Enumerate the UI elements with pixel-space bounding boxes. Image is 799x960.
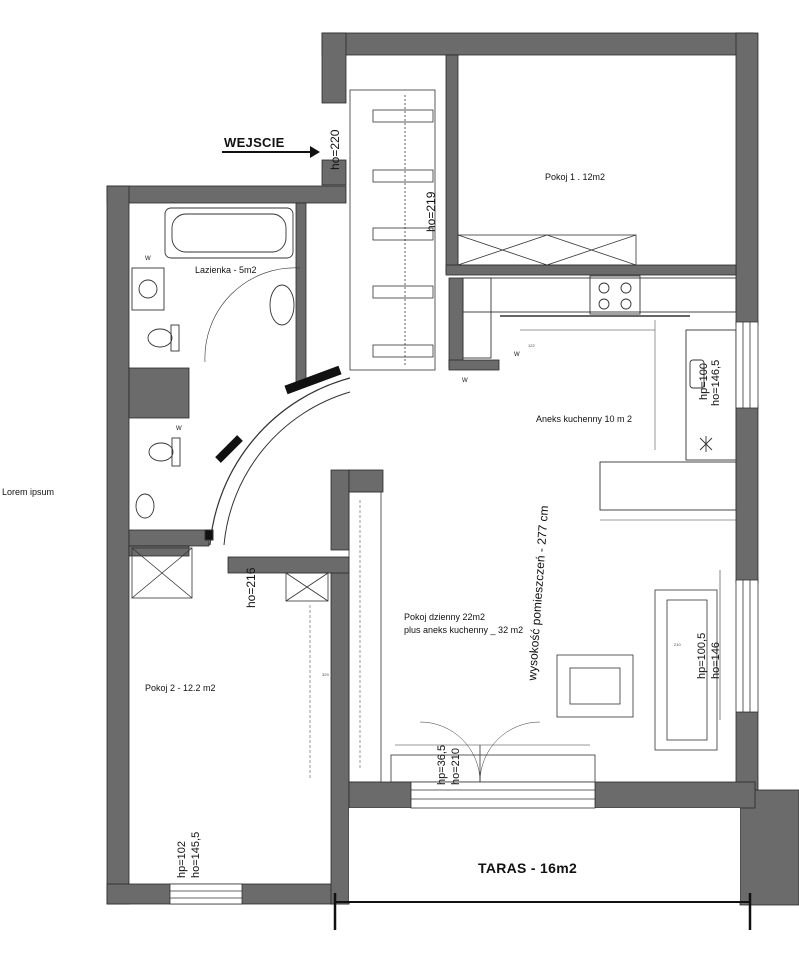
curved-partition	[204, 365, 351, 546]
kitchen-island	[599, 461, 737, 511]
wall-top	[321, 32, 754, 56]
living-window-ho: ho=146	[710, 641, 722, 679]
wall-entry-left	[321, 32, 347, 104]
w-mark-bathroom: W	[145, 256, 151, 262]
bathroom-label: Lazienka - 5m2	[195, 265, 257, 275]
kitchen-fixtures	[462, 275, 737, 521]
room1-furniture	[457, 234, 637, 266]
entrance-label: WEJSCIE	[224, 135, 285, 150]
sink-1	[269, 284, 295, 326]
wall-bath-mid	[128, 367, 190, 419]
side-note: Lorem ipsum	[2, 487, 55, 497]
wall-kitchen-pillar	[448, 277, 464, 369]
dimension-122: 122	[528, 343, 535, 348]
room1-label: Pokoj 1 . 12m2	[545, 172, 606, 182]
balcony-door-hp: hp=36,5	[436, 744, 448, 785]
bathtub	[164, 207, 294, 259]
room2-label: Pokoj 2 - 12.2 m2	[145, 683, 216, 693]
toilet-1	[147, 328, 173, 348]
hallway-wardrobe	[349, 89, 436, 371]
wall-wc-bottom	[128, 529, 210, 547]
kitchen-label: Aneks kuchenny 10 m 2	[536, 414, 633, 424]
terrace-label: TARAS - 16m2	[478, 860, 578, 876]
room2-window-ho: ho=145,5	[190, 831, 202, 878]
wall-right-mid	[735, 404, 759, 584]
terrace-area	[333, 808, 752, 930]
kitchen-window-ho: ho=146,5	[710, 359, 722, 406]
wall-right-upper	[735, 32, 759, 326]
washing-machine	[131, 267, 165, 311]
room2-window-hp: hp=102	[176, 840, 188, 878]
room2-furniture	[131, 547, 329, 780]
wall-room1-bottom	[445, 264, 737, 276]
balcony-door	[410, 781, 596, 809]
living-room-label-line1: Pokoj dzienny 22m2	[404, 612, 486, 622]
wall-room2-top	[128, 545, 190, 557]
wall-living-bottom	[348, 781, 412, 809]
tv-wall-unit	[348, 491, 382, 783]
wall-living-pillar	[348, 469, 384, 493]
living-window-hp: hp=100,5	[696, 632, 708, 679]
dimension-329: 329	[322, 672, 329, 677]
kitchen-sink	[689, 359, 705, 389]
w-mark-kitchen-2: W	[514, 352, 520, 358]
coffee-table	[556, 654, 634, 718]
wall-entry-left-lower	[321, 159, 347, 186]
bathroom-fixtures	[131, 207, 301, 519]
toilet-2	[148, 442, 174, 462]
wall-left	[106, 185, 130, 905]
room2-window	[169, 883, 243, 905]
wall-left-top	[106, 185, 347, 204]
sink-2	[135, 493, 155, 519]
sofa	[654, 589, 718, 751]
entrance-arrow	[222, 146, 320, 158]
w-mark-wc: W	[176, 426, 182, 432]
living-room-label-line2: plus aneks kuchenny _ 32 m2	[404, 625, 524, 635]
wall-bath-right	[295, 202, 307, 384]
room2-door-height: ho=216	[244, 567, 258, 608]
wall-room2-right	[330, 569, 350, 905]
wall-right-bottom	[739, 789, 799, 906]
wall-living-bottom-right	[594, 781, 756, 809]
wall-living-left	[330, 469, 350, 551]
wall-room1-left	[445, 54, 459, 274]
living-window	[735, 579, 759, 713]
entry-door-height: ho=220	[328, 129, 342, 170]
cooktop	[589, 275, 641, 315]
kitchen-window-hp: hp=100	[698, 362, 710, 400]
dimension-210: 210	[674, 642, 681, 647]
w-mark-kitchen-1: W	[462, 378, 468, 384]
kitchen-window	[735, 321, 759, 409]
wall-kitchen-ledge	[448, 359, 500, 371]
hall-opening-height: ho=219	[424, 191, 438, 232]
balcony-door-ho: ho=210	[450, 747, 462, 785]
